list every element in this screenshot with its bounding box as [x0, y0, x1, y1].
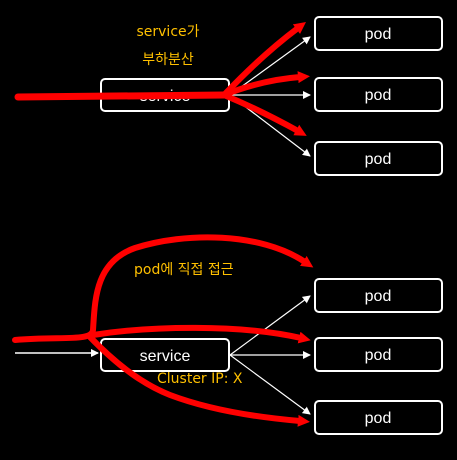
- top-traffic-arrow-pod-1: [221, 21, 306, 98]
- bottom-pod-1[interactable]: pod: [314, 278, 443, 313]
- top-pod-3-label: pod: [365, 151, 392, 168]
- bottom-service-label: service: [140, 348, 191, 365]
- bottom-direct-arrow-pod-1: [12, 234, 314, 343]
- top-traffic-arrow-pod-3: [222, 92, 307, 136]
- bottom-connector-pod-1: [229, 295, 311, 356]
- top-pod-2[interactable]: pod: [314, 77, 443, 112]
- bottom-connector-pod-3: [229, 354, 311, 415]
- bottom-pod-1-label: pod: [365, 288, 392, 305]
- top-note-line1: service가: [136, 24, 199, 40]
- top-pod-1[interactable]: pod: [314, 16, 443, 51]
- bottom-pod-2-label: pod: [365, 347, 392, 364]
- top-section: service pod pod pod service가 부하분산: [14, 16, 443, 176]
- top-pod-1-label: pod: [365, 26, 392, 43]
- bottom-direct-arrow-pod-3: [87, 334, 310, 427]
- bottom-pod-3[interactable]: pod: [314, 400, 443, 435]
- top-pod-2-label: pod: [365, 87, 392, 104]
- bottom-service-box[interactable]: service: [100, 338, 230, 372]
- top-note-line2: 부하분산: [142, 52, 194, 68]
- bottom-pod-2[interactable]: pod: [314, 337, 443, 372]
- bottom-direct-arrow-pod-2: [90, 324, 311, 344]
- bottom-section: service pod pod pod pod에 직접 접근 Cluster I…: [12, 234, 443, 435]
- bottom-pod-3-label: pod: [365, 410, 392, 427]
- top-traffic-arrow-pod-2: [222, 71, 310, 98]
- bottom-note: pod에 직접 접근: [134, 262, 234, 278]
- bottom-cluster-ip-note: Cluster IP: X: [157, 371, 243, 387]
- top-traffic-trunk: [14, 91, 228, 101]
- top-pod-3[interactable]: pod: [314, 141, 443, 176]
